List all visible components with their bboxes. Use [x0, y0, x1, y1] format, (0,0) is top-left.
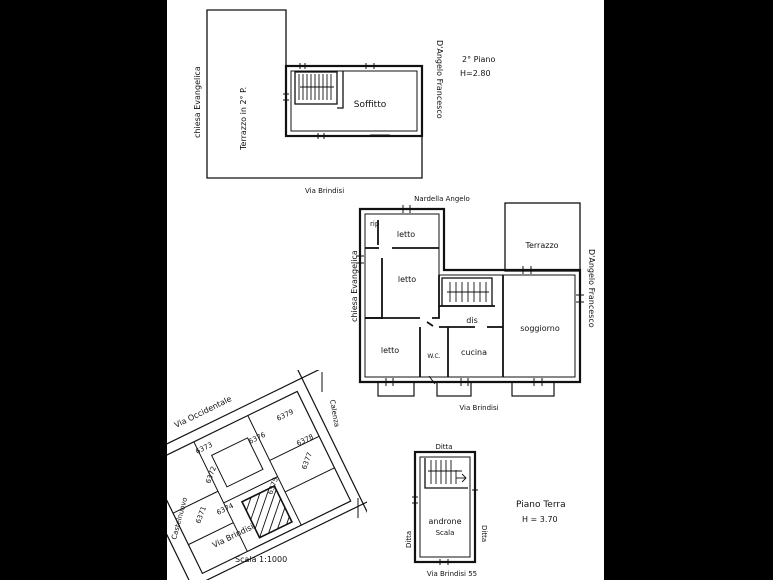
- soffitto-inner-wall: [290, 70, 418, 132]
- room-label-terrazzo: Terrazzo: [524, 241, 558, 250]
- height-label-ground: H = 3.70: [522, 515, 558, 524]
- stair-core-treads: [447, 282, 489, 302]
- floor-label-second: 2° Piano: [462, 55, 495, 64]
- room-label-letto-mid: letto: [398, 275, 416, 284]
- room-label-letto-bottom: letto: [381, 346, 399, 355]
- ground-floor-labels: Ditta Ditta Ditta androne Scala Piano Te…: [405, 443, 566, 578]
- right-neighbor-label-ground: Ditta: [480, 525, 488, 542]
- city-block: [167, 390, 352, 575]
- room-label-rip: rip: [370, 220, 380, 228]
- room-label-soffitto: Soffitto: [354, 100, 387, 110]
- first-floor-window-marks: [356, 205, 584, 386]
- top-neighbor-label-ground: Ditta: [435, 443, 452, 451]
- street-label-first: Via Brindisi: [459, 404, 498, 412]
- calenza-line: [288, 370, 367, 514]
- stair-box: [294, 71, 338, 105]
- room-label-dis: dis: [466, 316, 477, 325]
- left-neighbor-label-second: chiesa Evangelica: [193, 66, 202, 138]
- first-floor-plan: [356, 202, 584, 397]
- apartment-outer-wall: [358, 207, 582, 384]
- first-floor-labels: rip letto letto letto W.C. cucina soggio…: [350, 195, 596, 412]
- right-neighbor-label-first: D'Angelo Francesco: [587, 249, 596, 328]
- room-label-scala: Scala: [436, 529, 455, 537]
- via-occidentale-line: [167, 370, 357, 471]
- top-neighbor-label-first: Nardella Angelo: [414, 195, 470, 203]
- room-label-letto-top: letto: [397, 230, 415, 239]
- left-neighbor-label-first: chiesa Evangelica: [350, 250, 359, 322]
- floor-label-ground: Piano Terra: [516, 500, 566, 510]
- stair-core: [441, 277, 493, 307]
- terrace-outline: [206, 9, 423, 179]
- room-label-wc: W.C.: [427, 353, 440, 360]
- second-floor-plan: [206, 9, 424, 179]
- scale-label: Scala 1:1000: [235, 555, 287, 564]
- right-neighbor-label-second: D'Angelo Francesco: [435, 40, 444, 119]
- parcel-lines: [172, 415, 335, 552]
- hatched-parcel: [240, 484, 293, 539]
- ground-window-marks: [412, 489, 478, 565]
- second-floor-labels: Soffitto 2° Piano H=2.80 Terrazzo in 2° …: [193, 40, 495, 195]
- ground-stair-treads: [428, 460, 467, 484]
- via-brindisi-line: [167, 481, 367, 580]
- street-label-second: Via Brindisi: [305, 187, 344, 195]
- street-label-ground: Via Brindisi 55: [427, 570, 477, 578]
- window-marks: [283, 63, 390, 139]
- balconies: [377, 381, 555, 397]
- ground-floor-plan: [412, 450, 478, 565]
- ground-stair-outline: [424, 458, 468, 489]
- stair-partition: [337, 71, 344, 109]
- room-label-soggiorno: soggiorno: [520, 324, 560, 333]
- ground-outer-wall: [413, 450, 477, 564]
- ground-inner-wall: [419, 456, 471, 558]
- room-label-cucina: cucina: [461, 348, 487, 357]
- height-label-second: H=2.80: [460, 69, 491, 78]
- paper: [167, 0, 604, 580]
- left-neighbor-label-ground: Ditta: [405, 531, 413, 548]
- terrace-label: Terrazzo in 2° P.: [239, 87, 248, 151]
- soffitto-outer-wall: [284, 64, 424, 138]
- apartment-inner-wall: [364, 213, 576, 378]
- stair-treads: [298, 74, 334, 100]
- room-label-androne: androne: [428, 517, 461, 526]
- castelnuovo-line: [167, 479, 193, 580]
